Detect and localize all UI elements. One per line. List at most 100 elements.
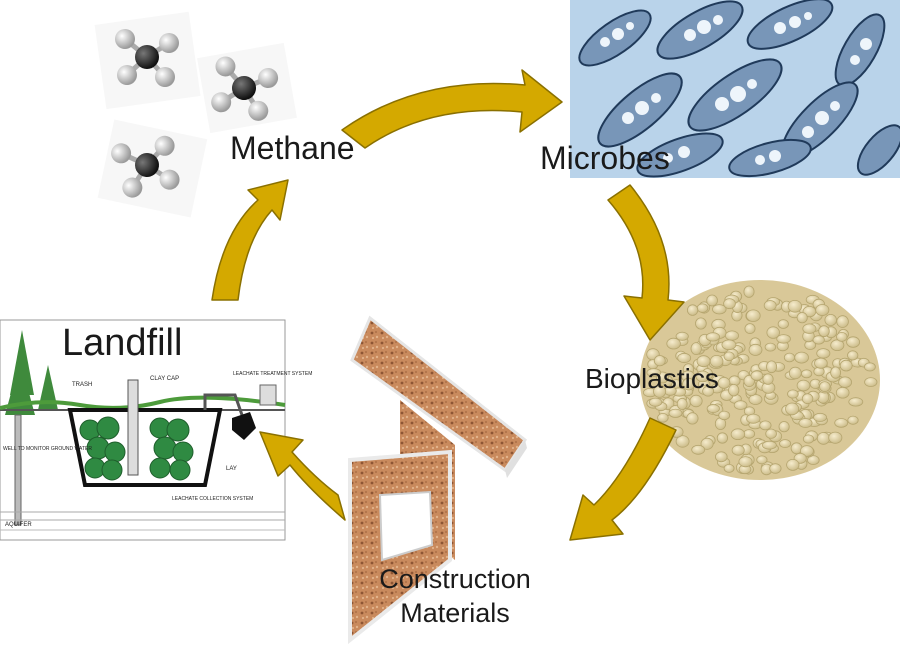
pellet <box>689 394 703 408</box>
arrow-construction-to-landfill <box>259 431 346 521</box>
pellet <box>796 379 811 392</box>
pellet <box>818 325 830 338</box>
pellet <box>765 428 777 439</box>
pellet <box>800 369 813 379</box>
arrow-microbes-to-bioplastics <box>607 184 685 341</box>
pellet <box>824 313 837 326</box>
pellet <box>806 455 820 466</box>
pellet <box>766 326 780 339</box>
landfill-aquifer-label: AQUIFER <box>5 522 32 528</box>
pellet <box>848 397 864 407</box>
pellet <box>830 366 841 379</box>
methane-molecules-image <box>94 11 297 218</box>
pellet <box>762 440 777 450</box>
pellet <box>712 304 727 315</box>
pellet <box>800 445 814 457</box>
pellet <box>686 304 699 316</box>
construction-materials-label: Construction Materials <box>340 562 570 630</box>
pellet <box>716 432 729 444</box>
pellet <box>787 299 803 313</box>
arrow-landfill-to-methane <box>211 179 289 301</box>
construction-materials-image <box>348 315 528 645</box>
construction-label-line1: Construction <box>379 564 531 594</box>
pellet <box>839 359 853 372</box>
pellet <box>788 366 802 380</box>
pellet <box>762 373 774 385</box>
pellet <box>836 315 849 328</box>
pellet <box>723 351 735 362</box>
pellet <box>812 335 825 345</box>
pellet <box>677 352 692 364</box>
pellet <box>700 437 714 450</box>
pellet <box>714 451 728 463</box>
pellet <box>695 370 711 383</box>
pellet <box>819 381 831 393</box>
pellet <box>728 384 740 397</box>
microbes-label: Microbes <box>540 140 670 176</box>
landfill-well-label: WELL TO MONITOR GROUND WATER <box>3 446 92 452</box>
pellet <box>802 434 815 444</box>
pellet <box>750 370 764 381</box>
pellet <box>686 412 699 425</box>
arrow-bioplastics-to-construction <box>569 417 677 541</box>
pellet <box>746 413 761 424</box>
pellet <box>723 463 735 473</box>
pellet <box>838 376 852 388</box>
pellet <box>723 298 736 310</box>
pellet <box>814 357 828 369</box>
pellet <box>816 348 831 359</box>
pellet <box>828 431 843 444</box>
pellet <box>776 334 791 344</box>
pellet <box>783 352 796 363</box>
pellet <box>676 397 688 410</box>
pellet <box>675 435 690 448</box>
pellet <box>731 444 745 456</box>
arrow-methane-to-microbes <box>341 69 563 149</box>
pellet <box>756 455 768 465</box>
pellet <box>778 421 790 433</box>
pellet <box>743 429 756 439</box>
pellet <box>733 400 748 410</box>
pellet <box>785 402 800 416</box>
pellet <box>835 386 850 399</box>
pellet <box>682 377 695 391</box>
methane-label: Methane <box>230 130 355 166</box>
pellet <box>794 351 809 364</box>
pellet <box>668 408 683 418</box>
pellet <box>690 342 702 356</box>
pellet <box>847 415 859 425</box>
pellet <box>702 385 714 397</box>
pellet <box>745 309 761 322</box>
pellet <box>798 418 813 428</box>
landfill-liner-label: LAY <box>226 466 237 472</box>
pellet <box>695 317 707 330</box>
pellet <box>646 368 662 378</box>
pellet <box>657 412 669 423</box>
pellet <box>759 420 772 431</box>
pellet <box>748 394 763 405</box>
pellet <box>802 323 817 334</box>
pellet <box>763 300 777 311</box>
pellet <box>864 377 878 388</box>
pellet <box>718 410 731 421</box>
pellet <box>743 285 755 298</box>
pellet <box>653 385 667 398</box>
pellet <box>796 312 808 324</box>
landfill-treatment-label: LEACHATE TREATMENT SYSTEM <box>233 371 312 377</box>
pellet <box>786 458 800 471</box>
pellet <box>709 354 724 368</box>
landfill-label: Landfill <box>62 322 183 364</box>
pellet <box>816 432 831 445</box>
pellet <box>787 389 799 399</box>
construction-label-line2: Materials <box>400 598 510 628</box>
bioplastics-label: Bioplastics <box>585 363 719 394</box>
pellet <box>777 319 789 329</box>
pellet <box>801 393 814 405</box>
pellet <box>836 331 848 342</box>
landfill-cap-label: CLAY CAP <box>150 376 179 382</box>
pellet <box>864 362 876 372</box>
landfill-diagram-image: TRASH CLAY CAP LEACHATE TREATMENT SYSTEM… <box>0 319 312 541</box>
pellet <box>675 331 689 341</box>
pellet <box>706 404 720 414</box>
pellet <box>846 336 860 348</box>
